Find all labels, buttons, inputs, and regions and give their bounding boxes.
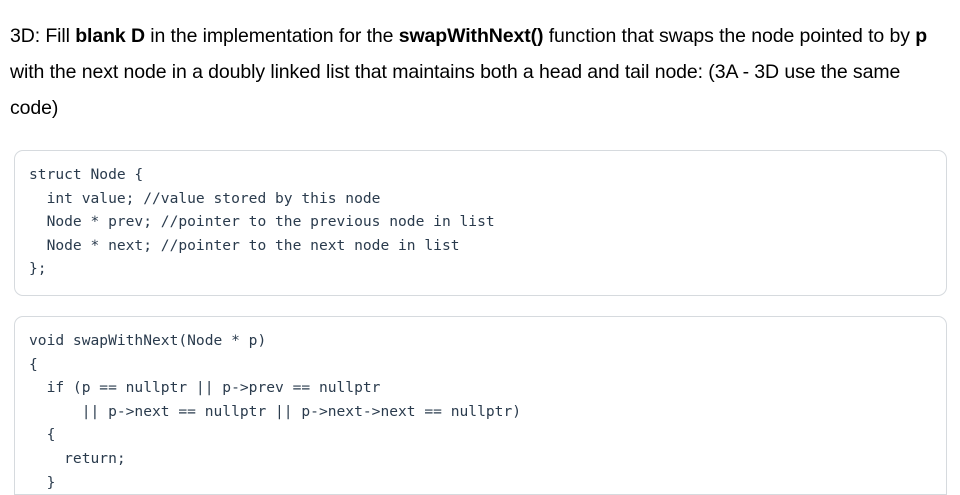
prompt-segment-6: with the next node in a doubly linked li… xyxy=(10,61,901,119)
code-text-swap-with-next: void swapWithNext(Node * p) { if (p == n… xyxy=(29,331,522,491)
code-text-struct-node: struct Node { int value; //value stored … xyxy=(29,166,495,278)
prompt-segment-5-bold: p xyxy=(915,25,928,47)
prompt-segment-0: 3D: Fill xyxy=(10,25,76,47)
prompt-segment-2: in the implementation for the xyxy=(144,25,399,47)
prompt-segment-1-bold: blank D xyxy=(75,25,145,47)
code-block-swap-with-next: void swapWithNext(Node * p) { if (p == n… xyxy=(14,315,947,495)
prompt-segment-4: function that swaps the node pointed to … xyxy=(543,25,916,47)
code-block-struct-node: struct Node { int value; //value stored … xyxy=(14,150,947,296)
question-prompt: 3D: Fill blank D in the implementation f… xyxy=(0,0,960,126)
prompt-segment-3-bold: swapWithNext() xyxy=(398,25,544,47)
